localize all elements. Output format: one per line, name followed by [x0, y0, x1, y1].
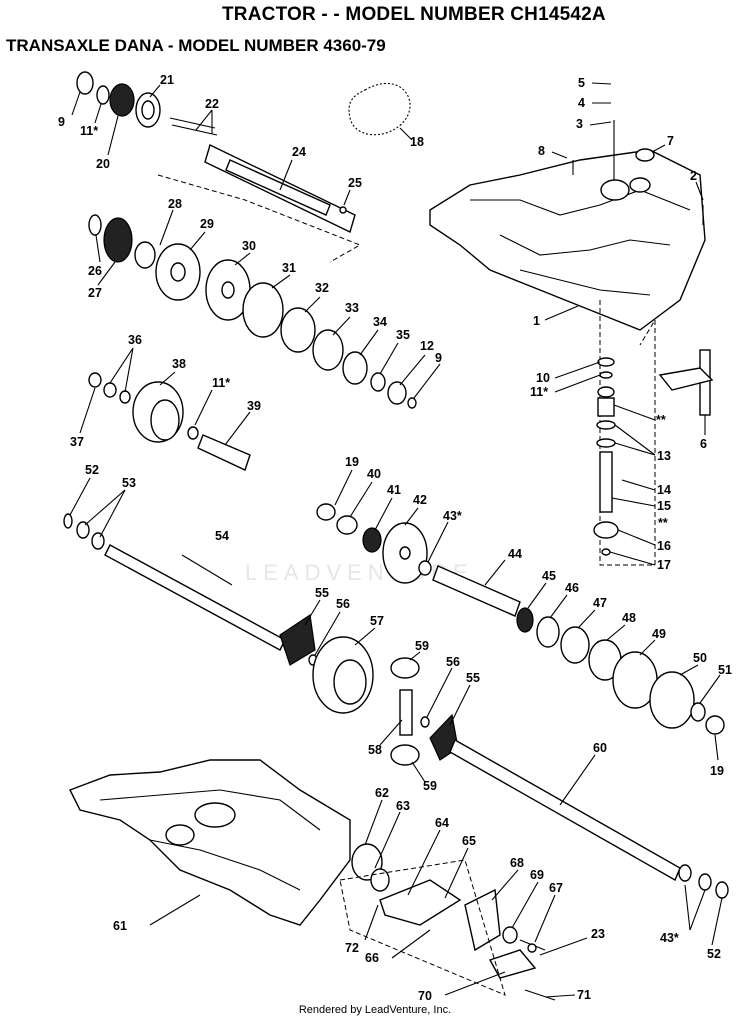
callout: 16: [657, 539, 671, 553]
callout: 43*: [443, 509, 462, 523]
callout: 54: [215, 529, 229, 543]
callout: 26: [88, 264, 102, 278]
callout: 4: [578, 96, 585, 110]
callout: 11*: [212, 376, 230, 390]
callout: 30: [242, 239, 256, 253]
callout: 61: [113, 919, 127, 933]
callout: 25: [348, 176, 362, 190]
callout: 29: [200, 217, 214, 231]
callout: 72: [345, 941, 359, 955]
callout: 19: [710, 764, 724, 778]
callout: 52: [85, 463, 99, 477]
leader-lines: [69, 82, 723, 998]
callout: 45: [542, 569, 556, 583]
callout: 33: [345, 301, 359, 315]
callout: 35: [396, 328, 410, 342]
linkage-group: [339, 843, 556, 1001]
callout: 59: [423, 779, 437, 793]
callout: 15: [657, 499, 671, 513]
callout: 70: [418, 989, 432, 1003]
diagram-subtitle: TRANSAXLE DANA - MODEL NUMBER 4360-79: [6, 36, 386, 55]
callout: 57: [370, 614, 384, 628]
shaft-54-group: [63, 513, 318, 666]
callout: 31: [282, 261, 296, 275]
footer-credit: Rendered by LeadVenture, Inc.: [298, 1004, 452, 1016]
callout: 14: [657, 483, 671, 497]
callout: 1: [533, 314, 540, 328]
callout: 58: [368, 743, 382, 757]
callout: 55: [315, 586, 329, 600]
callout: 2: [690, 169, 697, 183]
callout: 53: [122, 476, 136, 490]
diagram-title: TRACTOR - - MODEL NUMBER CH14542A: [222, 4, 606, 25]
upper-housing: [429, 120, 706, 566]
callout: 46: [565, 581, 579, 595]
callout: 5: [578, 76, 585, 90]
callout: 52: [707, 947, 721, 961]
callout: 59: [415, 639, 429, 653]
callout: 6: [700, 437, 707, 451]
callout: 39: [247, 399, 261, 413]
differential-group: [312, 636, 729, 899]
callout: 11*: [80, 124, 98, 138]
callout: 43*: [660, 931, 679, 945]
callout: 34: [373, 315, 387, 329]
callout: 37: [70, 435, 84, 449]
callout: 17: [657, 558, 671, 572]
vertical-shaft-stack: [593, 349, 714, 556]
callout: 41: [387, 483, 401, 497]
lower-housing: [69, 759, 351, 926]
callout: 60: [593, 741, 607, 755]
gear-row-upper: [88, 214, 417, 409]
callout: 27: [88, 286, 102, 300]
middle-gear-group: [316, 503, 521, 617]
callout: 28: [168, 197, 182, 211]
callout: 71: [577, 988, 591, 1002]
callout: 11*: [530, 385, 548, 399]
callout: 9: [435, 351, 442, 365]
callout-labels: 9 11* 20 21 22 24 25 18 5 4 3 8 7 2 1 28…: [58, 73, 732, 1003]
callout: 22: [205, 97, 219, 111]
callout: 64: [435, 816, 449, 830]
callout: 38: [172, 357, 186, 371]
callout: 40: [367, 467, 381, 481]
callout: 50: [693, 651, 707, 665]
callout: **: [656, 413, 666, 427]
callout: 21: [160, 73, 174, 87]
callout: 55: [466, 671, 480, 685]
callout: 49: [652, 627, 666, 641]
callout: 24: [292, 145, 306, 159]
callout: 7: [667, 134, 674, 148]
callout: 23: [591, 927, 605, 941]
callout: 66: [365, 951, 379, 965]
callout: **: [658, 516, 668, 530]
gear-row-lower: [516, 607, 725, 735]
callout: 20: [96, 157, 110, 171]
callout: 48: [622, 611, 636, 625]
callout: 51: [718, 663, 732, 677]
upper-shaft-group: [76, 71, 362, 263]
callout: 47: [593, 596, 607, 610]
callout: 63: [396, 799, 410, 813]
callout: 8: [538, 144, 545, 158]
callout: 18: [410, 135, 424, 149]
callout: 56: [446, 655, 460, 669]
callout: 65: [462, 834, 476, 848]
callout: 68: [510, 856, 524, 870]
callout: 12: [420, 339, 434, 353]
callout: 44: [508, 547, 522, 561]
callout: 32: [315, 281, 329, 295]
callout: 36: [128, 333, 142, 347]
callout: 9: [58, 115, 65, 129]
callout: 13: [657, 449, 671, 463]
callout: 19: [345, 455, 359, 469]
callout: 67: [549, 881, 563, 895]
callout: 69: [530, 868, 544, 882]
callout: 42: [413, 493, 427, 507]
callout: 62: [375, 786, 389, 800]
callout: 10: [536, 371, 550, 385]
callout: 3: [576, 117, 583, 131]
callout: 56: [336, 597, 350, 611]
